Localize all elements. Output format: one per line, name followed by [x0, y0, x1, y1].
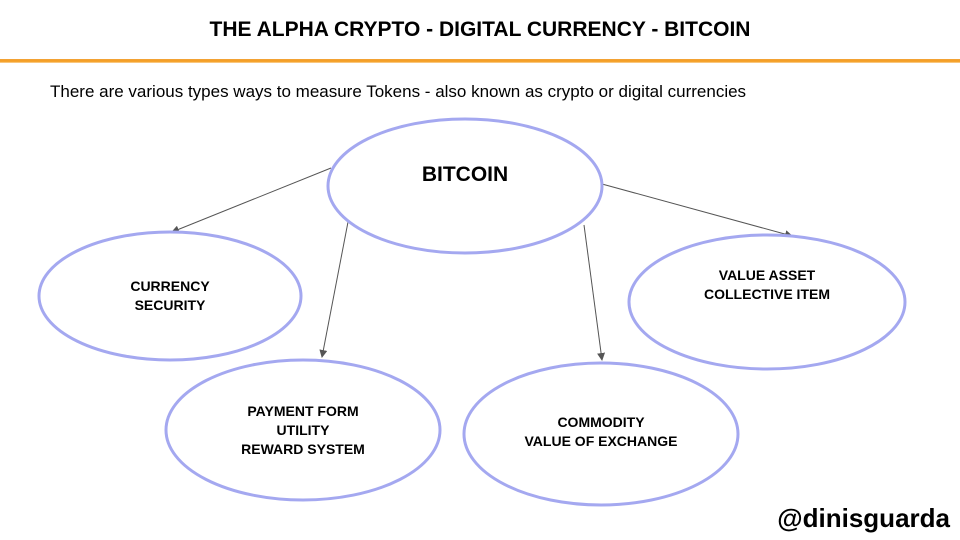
arrow-to-value-asset: [601, 183, 793, 239]
bitcoin-ellipse: [326, 117, 604, 255]
bitcoin-label: BITCOIN: [421, 163, 509, 186]
payment-node-label: PAYMENT FORM UTILITY REWARD SYSTEM: [203, 402, 403, 459]
subtitle-text: There are various types ways to measure …: [50, 82, 747, 101]
slide-title: THE ALPHA CRYPTO - DIGITAL CURRENCY - BI…: [209, 18, 751, 41]
value-asset-line-2: COLLECTIVE ITEM: [704, 286, 830, 302]
value-asset-node-label: VALUE ASSET COLLECTIVE ITEM: [657, 266, 877, 304]
author-handle: @dinisguarda: [777, 503, 950, 533]
currency-line-2: SECURITY: [134, 297, 206, 313]
payment-line-2: UTILITY: [276, 422, 330, 438]
payment-ellipse: [164, 358, 442, 502]
payment-line-3: REWARD SYSTEM: [241, 441, 365, 457]
currency-ellipse: [37, 230, 303, 362]
commodity-line-1: COMMODITY: [557, 414, 645, 430]
commodity-line-2: VALUE OF EXCHANGE: [524, 433, 678, 449]
arrow-to-commodity: [583, 224, 606, 361]
currency-node-label: CURRENCY SECURITY: [70, 277, 270, 315]
value-asset-line-1: VALUE ASSET: [718, 267, 816, 283]
currency-line-1: CURRENCY: [130, 278, 210, 294]
payment-line-1: PAYMENT FORM: [247, 403, 359, 419]
title-underline: [0, 59, 960, 63]
arrow-to-payment: [319, 221, 349, 358]
arrow-to-currency: [171, 167, 332, 234]
commodity-node-label: COMMODITY VALUE OF EXCHANGE: [491, 413, 711, 451]
value-asset-ellipse: [627, 233, 907, 371]
commodity-ellipse: [462, 361, 740, 507]
